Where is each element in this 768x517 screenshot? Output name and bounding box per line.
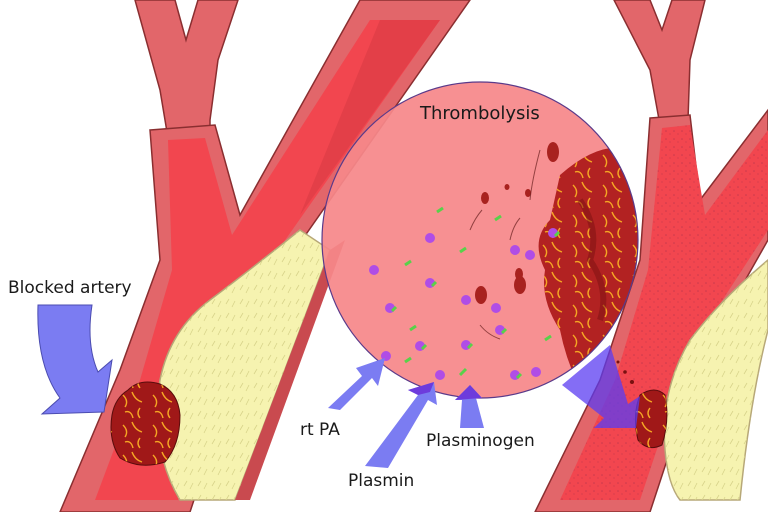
blocked-artery-label: Blocked artery [8, 278, 132, 298]
clot-left [110, 381, 181, 466]
particles [369, 206, 561, 380]
rtpa-arrow-icon [328, 358, 385, 410]
dissolve-arrow-icon [562, 345, 640, 428]
blocked-artery-arrow-icon [37, 304, 113, 415]
clot-fragments [475, 142, 559, 304]
plasmin-arrow-icon [365, 382, 437, 468]
right-artery [533, 0, 768, 513]
diagram-title: Thrombolysis [420, 103, 540, 124]
rtpa-label: rt PA [300, 420, 340, 440]
arrows [37, 304, 640, 468]
left-artery [58, 0, 471, 513]
clot-right [616, 360, 668, 449]
plasminogen-label: Plasminogen [426, 431, 535, 451]
plasmin-label: Plasmin [348, 471, 415, 491]
